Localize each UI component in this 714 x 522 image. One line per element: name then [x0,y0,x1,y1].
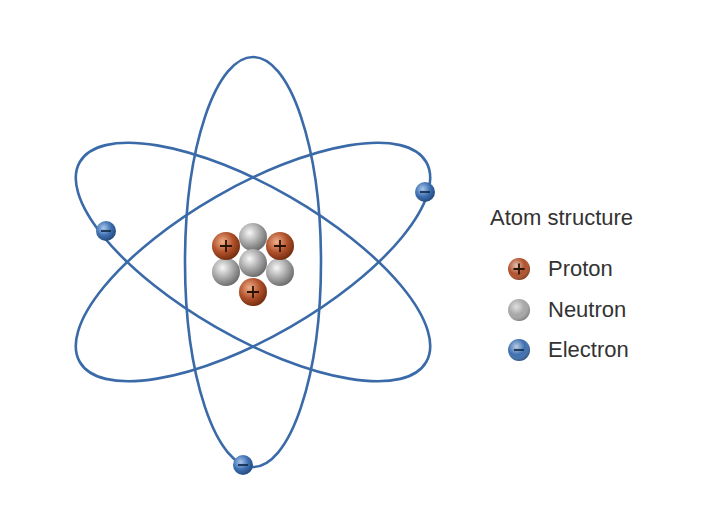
plus-sign [514,264,525,275]
swatch-shading [508,339,530,361]
plus-sign [220,240,232,252]
legend-label: Neutron [548,296,626,324]
plus-sign [247,286,259,298]
swatch-circle [508,299,530,321]
electrons [96,182,435,475]
neutron [239,249,267,277]
neutron [266,258,294,286]
proton [239,278,267,306]
legend-entry: Electron [505,336,629,364]
minus-sign [238,464,248,466]
legend-entry: Proton [505,255,613,283]
proton [266,232,294,260]
electron [233,455,253,475]
legend-swatch [505,255,533,283]
neutron [212,258,240,286]
legend-label: Proton [548,255,613,283]
nucleus [212,223,294,306]
minus-sign [101,230,111,232]
orbit [42,97,463,427]
legend-swatch [505,336,533,364]
swatch-shading [508,258,530,280]
swatch-circle [508,258,530,280]
electron [415,182,435,202]
orbit [42,97,463,427]
minus-sign [420,191,430,193]
swatch-shading [508,299,530,321]
orbit [185,57,321,467]
neutron [239,223,267,251]
proton [212,232,240,260]
electron [96,221,116,241]
minus-sign [514,349,524,351]
swatch-circle [508,339,530,361]
legend-swatch [505,296,533,324]
legend-title: Atom structure [490,204,633,232]
plus-sign [274,240,286,252]
legend-entry: Neutron [505,296,626,324]
legend-label: Electron [548,336,629,364]
